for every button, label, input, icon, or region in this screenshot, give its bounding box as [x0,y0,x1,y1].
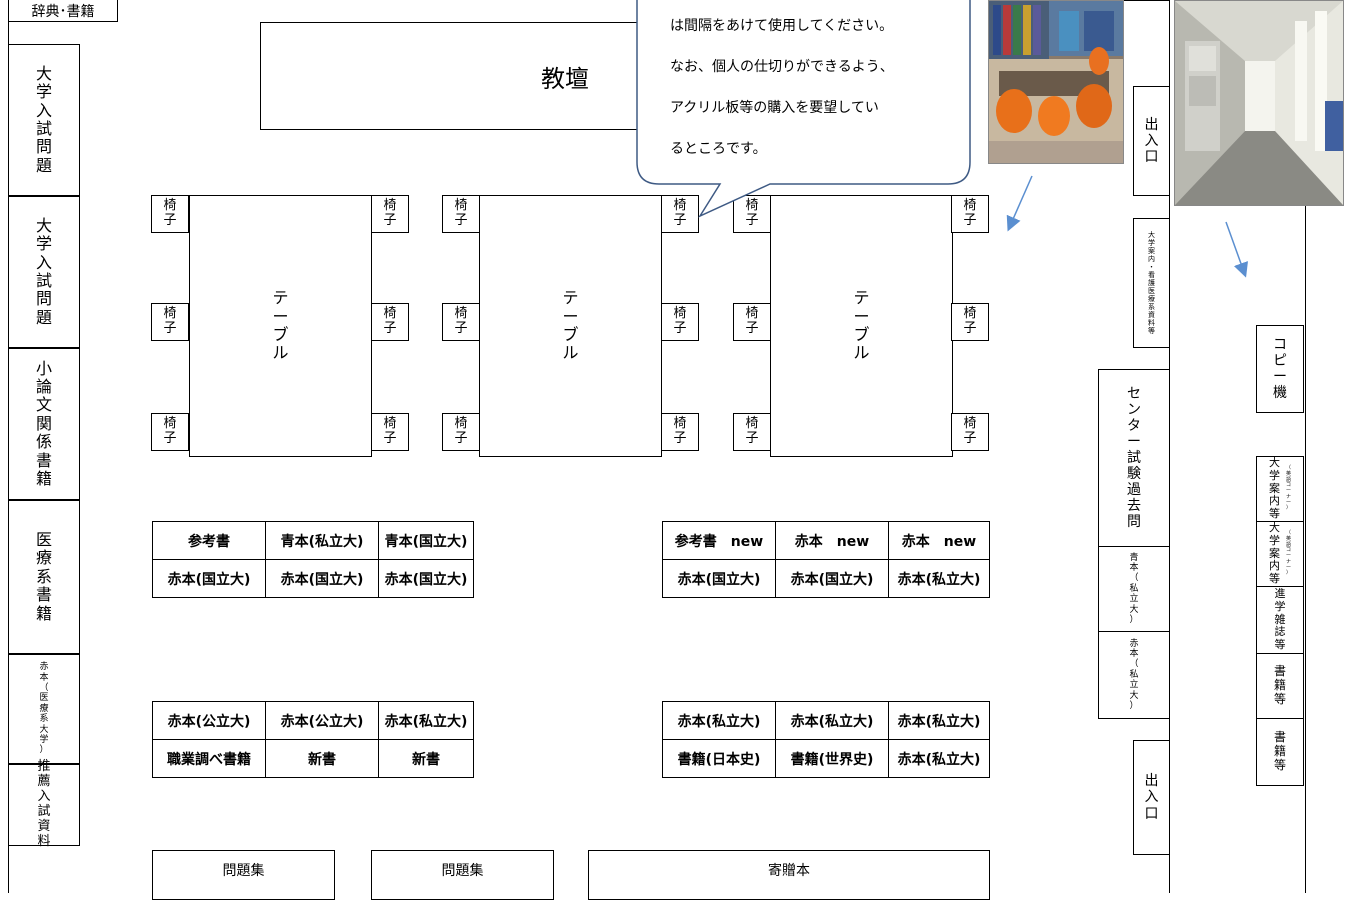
shelf-cell: 赤本 new [775,521,889,560]
shelf-cell: 赤本(国立大) [378,559,474,598]
left-shelf-2: 大学入試問題 [8,196,80,348]
bottom-shelf-1: 問題集 [152,850,335,900]
shelf-grid-4: 赤本(私立大) 赤本(私立大) 赤本(私立大) 書籍(日本史) 書籍(世界史) … [662,701,990,778]
teacher-desk: 教壇 [260,22,660,130]
shelf-cell: 職業調べ書籍 [152,739,266,778]
chair: 椅子 [951,195,989,233]
chair: 椅子 [371,303,409,341]
bottom-shelf-3: 寄贈本 [588,850,990,900]
chair: 椅子 [442,303,480,341]
shelf-grid-3: 赤本(公立大) 赤本(公立大) 赤本(私立大) 職業調べ書籍 新書 新書 [152,701,474,778]
right-item-label: 大学案内等 [1268,521,1280,585]
shelf-cell: 書籍(日本史) [662,739,776,778]
shelf-cell: 青本(私立大) [265,521,379,560]
university-guide-nursing-shelf: 大学案内・看護医療系資料等 [1133,218,1170,348]
shelf-cell: 赤本(公立大) [152,701,266,740]
left-shelf-4: 医療系書籍 [8,500,80,654]
teacher-desk-label: 教壇 [541,64,589,93]
corridor-wall [1305,204,1306,893]
shelf-grid-2: 参考書 new 赤本 new 赤本 new 赤本(国立大) 赤本(国立大) 赤本… [662,521,990,598]
callout-line: アクリル板等の購入を要望してい [670,100,879,116]
shelf-grid-1: 参考書 青本(私立大) 青本(国立大) 赤本(国立大) 赤本(国立大) 赤本(国… [152,521,474,598]
chair: 椅子 [661,413,699,451]
right-item-note: （英語コーナー） [1285,465,1291,512]
chair: 椅子 [661,303,699,341]
library-interior-photo [988,0,1124,164]
copier: コピー機 [1256,325,1304,413]
entrance-bottom: 出入口 [1133,740,1170,855]
shelf-cell: 赤本(国立大) [775,559,889,598]
chair: 椅子 [951,413,989,451]
bottom-shelf-label: 問題集 [222,863,265,879]
chair: 椅子 [371,195,409,233]
chair: 椅子 [733,303,771,341]
chair: 椅子 [442,195,480,233]
akahon-private-shelf: 赤本（私立大） [1098,631,1170,719]
shelf-cell: 参考書 new [662,521,776,560]
shelf-cell: 赤本(私立大) [662,701,776,740]
shelf-cell: 新書 [378,739,474,778]
chair: 椅子 [951,303,989,341]
shelf-cell: 赤本(国立大) [265,559,379,598]
chair: 椅子 [733,413,771,451]
left-shelf-3: 小論文関係書籍 [8,348,80,500]
shelf-cell: 参考書 [152,521,266,560]
shelf-cell: 青本(国立大) [378,521,474,560]
callout-line: は間隔をあけて使用してください。 [670,18,894,34]
aohon-private-shelf: 青本（私立大） [1098,546,1170,632]
right-item-2: 大学案内等 （英語コーナー） [1256,521,1304,587]
right-item-4: 書籍等 [1256,653,1304,719]
shelf-cell: 書籍(世界史) [775,739,889,778]
right-item-label: 大学案内等 [1268,456,1280,520]
shelf-cell: 赤本(国立大) [152,559,266,598]
chair: 椅子 [442,413,480,451]
shelf-cell: 赤本(私立大) [888,559,990,598]
right-item-1: 大学案内等 （英語コーナー） [1256,456,1304,522]
table-2: テーブル [479,195,662,457]
dictionary-books-label: 辞典･書籍 [8,0,118,22]
shelf-cell: 赤本(私立大) [888,701,990,740]
chair: 椅子 [661,195,699,233]
left-shelf-1: 大学入試問題 [8,44,80,196]
corridor-photo [1174,0,1344,206]
chair: 椅子 [151,303,189,341]
shelf-cell: 赤本(国立大) [662,559,776,598]
left-shelf-5: 赤本（医療系大学） [8,654,80,764]
table-3: テーブル [770,195,953,457]
chair: 椅子 [151,195,189,233]
entrance-top: 出入口 [1133,86,1170,196]
shelf-cell: 赤本(私立大) [378,701,474,740]
shelf-cell: 赤本(私立大) [775,701,889,740]
bottom-shelf-label: 寄贈本 [768,863,810,879]
chair: 椅子 [371,413,409,451]
shelf-cell: 新書 [265,739,379,778]
table-1: テーブル [189,195,372,457]
shelf-cell: 赤本(私立大) [888,739,990,778]
right-item-3: 進学雑誌等 [1256,586,1304,654]
chair: 椅子 [151,413,189,451]
chair: 椅子 [733,195,771,233]
bottom-shelf-label: 問題集 [441,863,484,879]
right-item-note: （英語コーナー） [1285,530,1291,577]
left-shelf-6: 推薦入試資料 [8,759,80,849]
top-wall [1120,0,1170,1]
callout-line: なお、個人の仕切りができるよう、 [670,59,894,75]
right-item-5: 書籍等 [1256,718,1304,786]
shelf-cell: 赤本(公立大) [265,701,379,740]
callout-text: は間隔をあけて使用してください。 なお、個人の仕切りができるよう、 アクリル板等… [670,6,894,170]
shelf-cell: 赤本 new [888,521,990,560]
center-exam-shelf: センター試験過去問 [1098,369,1170,547]
callout-line: るところです。 [670,141,767,157]
